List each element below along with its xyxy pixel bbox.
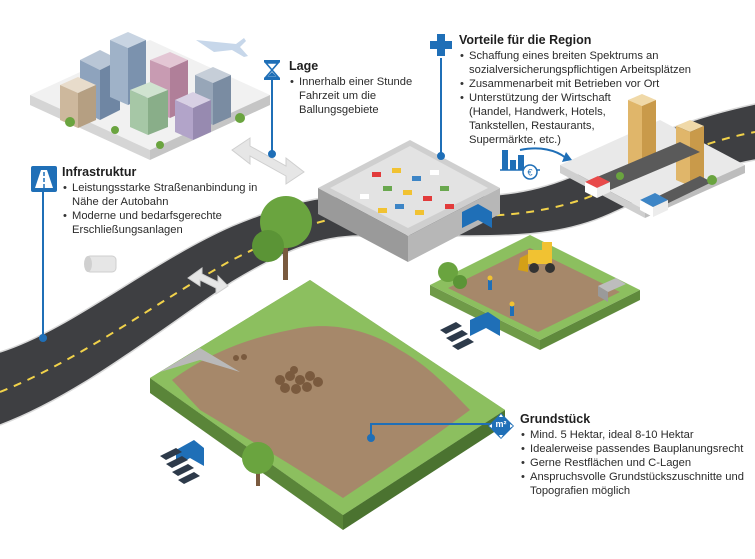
callout-title: Lage: [289, 59, 319, 73]
callout-title: Vorteile für die Region: [459, 33, 592, 47]
area-m2-icon: m²: [488, 413, 514, 439]
callout-item: Zusammenarbeit mit Betrieben vor Ort: [459, 77, 719, 91]
callout-vorteile: Vorteile für die Region Schaffung eines …: [459, 33, 719, 147]
callout-grundstueck: Grundstück Mind. 5 Hektar, ideal 8-10 He…: [520, 412, 748, 498]
airplane-icon: [196, 38, 248, 57]
callout-infrastruktur: Infrastruktur Leistungsstarke Straßenanb…: [62, 165, 267, 237]
callout-title: Grundstück: [520, 412, 591, 426]
callout-item: Innerhalb einer Stunde Fahrzeit um die B…: [289, 75, 429, 117]
callout-lage: Lage Innerhalb einer Stunde Fahrzeit um …: [289, 59, 429, 117]
double-arrow: [231, 137, 305, 185]
callout-item: Gerne Restflächen und C-Lagen: [520, 456, 748, 470]
callout-continuation: (Handel, Handwerk, Hotels, Tankstellen, …: [469, 106, 606, 146]
city-block: [30, 32, 270, 160]
pipe-segment: [84, 255, 117, 273]
callout-item: Idealerweise passendes Bauplanungsrecht: [520, 442, 748, 456]
leader-lines: [39, 58, 490, 442]
euro-coin-icon: €: [522, 164, 538, 180]
parking-deck: [318, 140, 500, 262]
callout-item: Leistungsstarke Straßenanbindung in Nähe…: [62, 181, 267, 209]
small-arrow: [187, 267, 229, 295]
town-block: [560, 94, 745, 218]
construction-site: [430, 235, 640, 350]
motorway-icon: [31, 166, 57, 192]
callout-title: Infrastruktur: [62, 165, 137, 179]
building-plot: [150, 196, 505, 530]
callout-item: Unterstützung der Wirtschaft: [459, 91, 719, 105]
callout-item: Moderne und bedarfsgerechte Erschließung…: [62, 209, 267, 237]
callout-item: Anspruchsvolle Grundstückszuschnitte und…: [520, 470, 748, 498]
svg-text:€: €: [527, 168, 532, 178]
hourglass-icon: [263, 60, 281, 80]
callout-item: Mind. 5 Hektar, ideal 8-10 Hektar: [520, 428, 748, 442]
callout-item: Schaffung eines breiten Spektrums an soz…: [459, 49, 719, 77]
cross-plus-icon: [430, 34, 452, 56]
area-badge-label: m²: [495, 419, 507, 429]
